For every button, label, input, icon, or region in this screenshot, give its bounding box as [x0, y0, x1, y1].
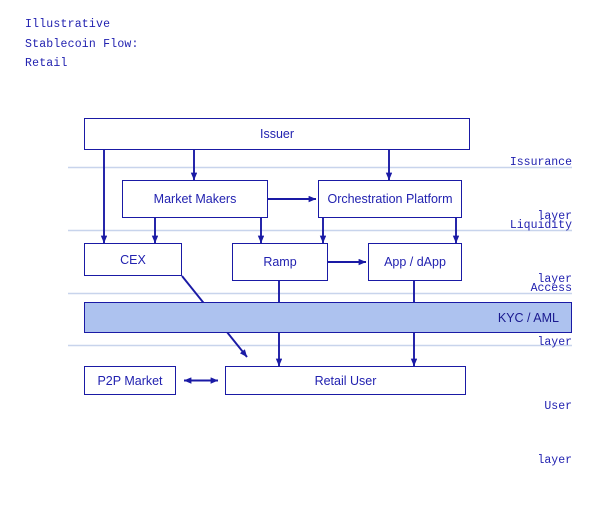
title-line-1: Illustrative	[25, 18, 111, 31]
layer-label-access: Access layer	[452, 244, 572, 388]
node-cex-label: CEX	[120, 252, 146, 267]
kyc-aml-label: KYC / AML	[497, 310, 559, 325]
node-ramp-label: Ramp	[263, 255, 297, 269]
layer-label-issuance: Issurance layer	[452, 118, 572, 262]
node-ramp[interactable]: Ramp	[232, 243, 328, 281]
node-app-dapp-label: App / dApp	[384, 255, 446, 269]
kyc-aml-band: KYC / AML	[84, 302, 572, 333]
node-p2p-market-label: P2P Market	[97, 373, 163, 388]
node-market-makers-label: Market Makers	[153, 192, 237, 206]
node-retail-user[interactable]: Retail User	[225, 366, 466, 395]
layer-label-issuance-line1: Issurance	[509, 156, 572, 169]
layer-label-user: User layer	[452, 362, 572, 506]
layer-label-user-line1: User	[544, 400, 572, 413]
title-line-2: Stablecoin Flow:	[25, 37, 139, 51]
node-orchestration-platform[interactable]: Orchestration Platform	[318, 180, 462, 218]
layer-label-liquidity: Liquidity layer	[452, 181, 572, 325]
layer-label-access-line2: layer	[537, 336, 572, 349]
layer-label-user-line2: layer	[537, 454, 572, 467]
node-retail-user-label: Retail User	[314, 373, 377, 388]
node-cex[interactable]: CEX	[84, 243, 182, 276]
node-p2p-market[interactable]: P2P Market	[84, 366, 176, 395]
layer-label-liquidity-line2: layer	[537, 273, 572, 286]
node-orchestration-platform-label: Orchestration Platform	[327, 192, 453, 206]
title-line-3: Retail	[25, 57, 68, 70]
node-issuer-label: Issuer	[259, 127, 295, 141]
diagram-canvas: Illustrative Stablecoin Flow: Retail	[25, 15, 572, 467]
connector-layer	[68, 150, 572, 384]
layer-label-issuance-line2: layer	[537, 210, 572, 223]
node-issuer[interactable]: Issuer	[84, 118, 470, 150]
node-market-makers[interactable]: Market Makers	[122, 180, 268, 218]
layer-label-access-line1: Access	[530, 282, 572, 295]
node-app-dapp[interactable]: App / dApp	[368, 243, 462, 281]
layer-label-liquidity-line1: Liquidity	[509, 219, 572, 232]
page-title: Illustrative Stablecoin Flow: Retail	[25, 15, 139, 74]
